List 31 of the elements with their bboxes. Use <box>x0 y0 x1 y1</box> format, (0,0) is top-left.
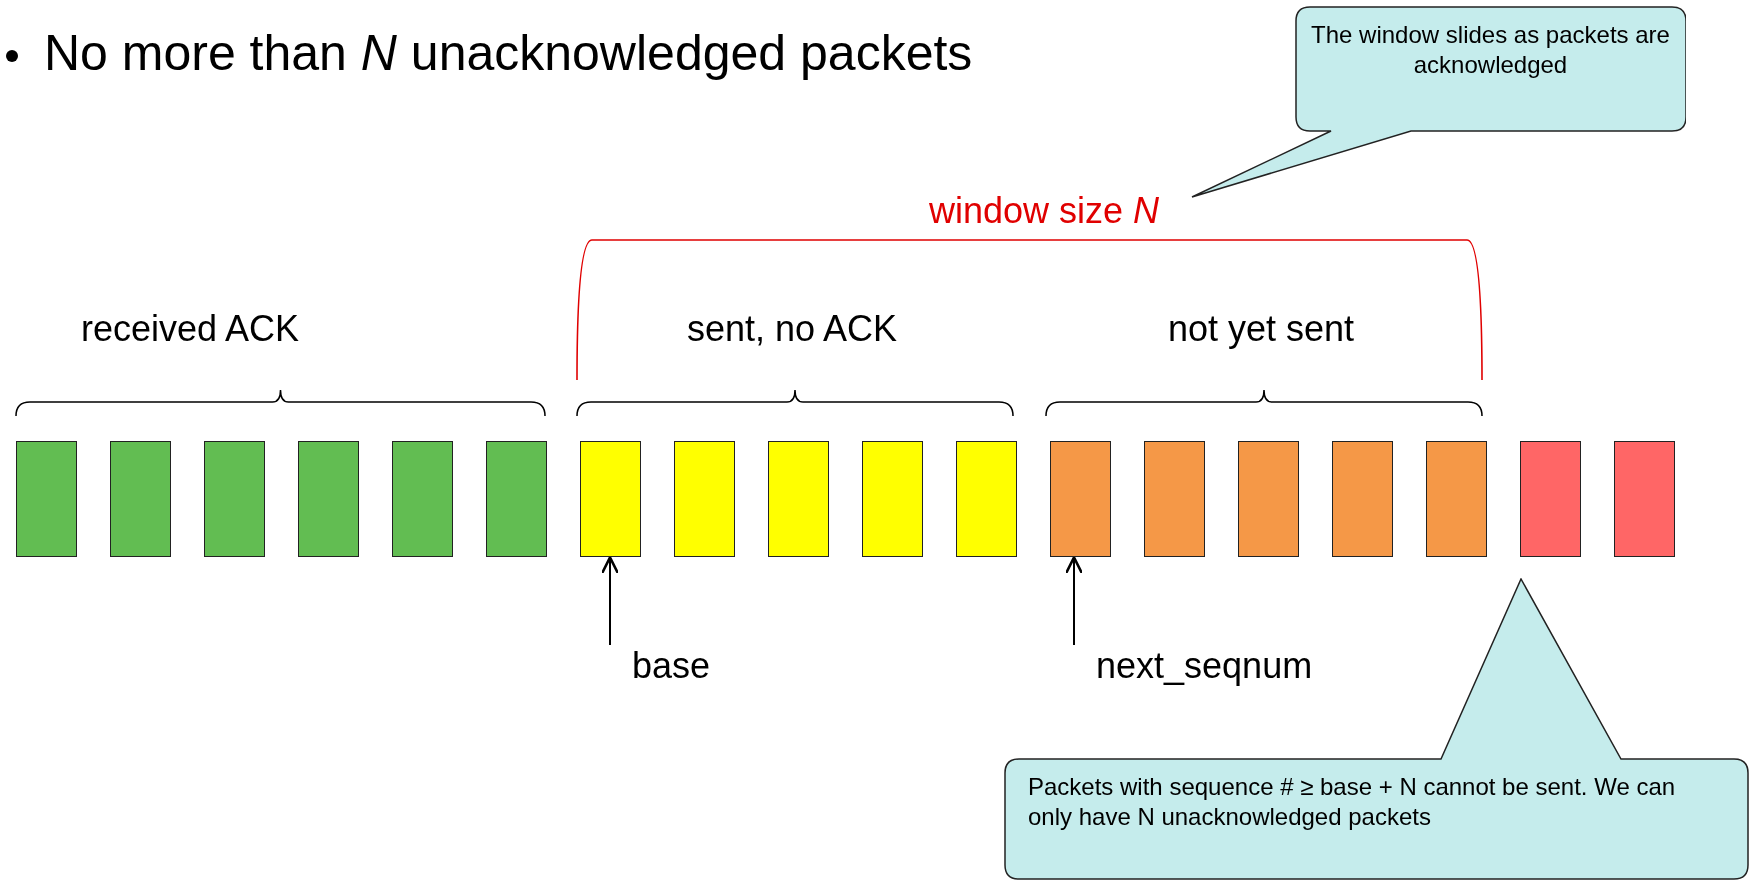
packet-box <box>674 441 735 557</box>
packet-box <box>1520 441 1581 557</box>
callout-bubble <box>1004 578 1750 881</box>
callout-bubble <box>1191 6 1686 198</box>
packet-box <box>110 441 171 557</box>
packet-box <box>1614 441 1675 557</box>
packet-box <box>392 441 453 557</box>
packet-box <box>298 441 359 557</box>
packet-box <box>862 441 923 557</box>
arrow <box>600 556 620 646</box>
bullet-text: No more than N unacknowledged packets <box>44 24 973 82</box>
packet-box <box>486 441 547 557</box>
window-label: window size N <box>928 190 1160 232</box>
packet-box <box>204 441 265 557</box>
packet-box <box>768 441 829 557</box>
brace-label: not yet sent <box>1167 308 1355 350</box>
pointer-text: base <box>632 645 711 687</box>
packet-box <box>580 441 641 557</box>
packet-box <box>1050 441 1111 557</box>
callout-text: Packets with sequence # ≥ base + N cannot be sent. We can only have N unacknowledged packets <box>1028 772 1677 832</box>
pointer-text: next_seqnum <box>1096 645 1313 687</box>
packet-box <box>1426 441 1487 557</box>
packet-box <box>1238 441 1299 557</box>
callout-text: The window slides as packets are acknowledged <box>1310 20 1671 80</box>
brace-label: sent, no ACK <box>686 308 898 350</box>
arrow <box>1064 556 1084 646</box>
packet-box <box>956 441 1017 557</box>
packet-box <box>1332 441 1393 557</box>
brace-label: received ACK <box>80 308 300 350</box>
packet-box <box>1144 441 1205 557</box>
packet-box <box>16 441 77 557</box>
